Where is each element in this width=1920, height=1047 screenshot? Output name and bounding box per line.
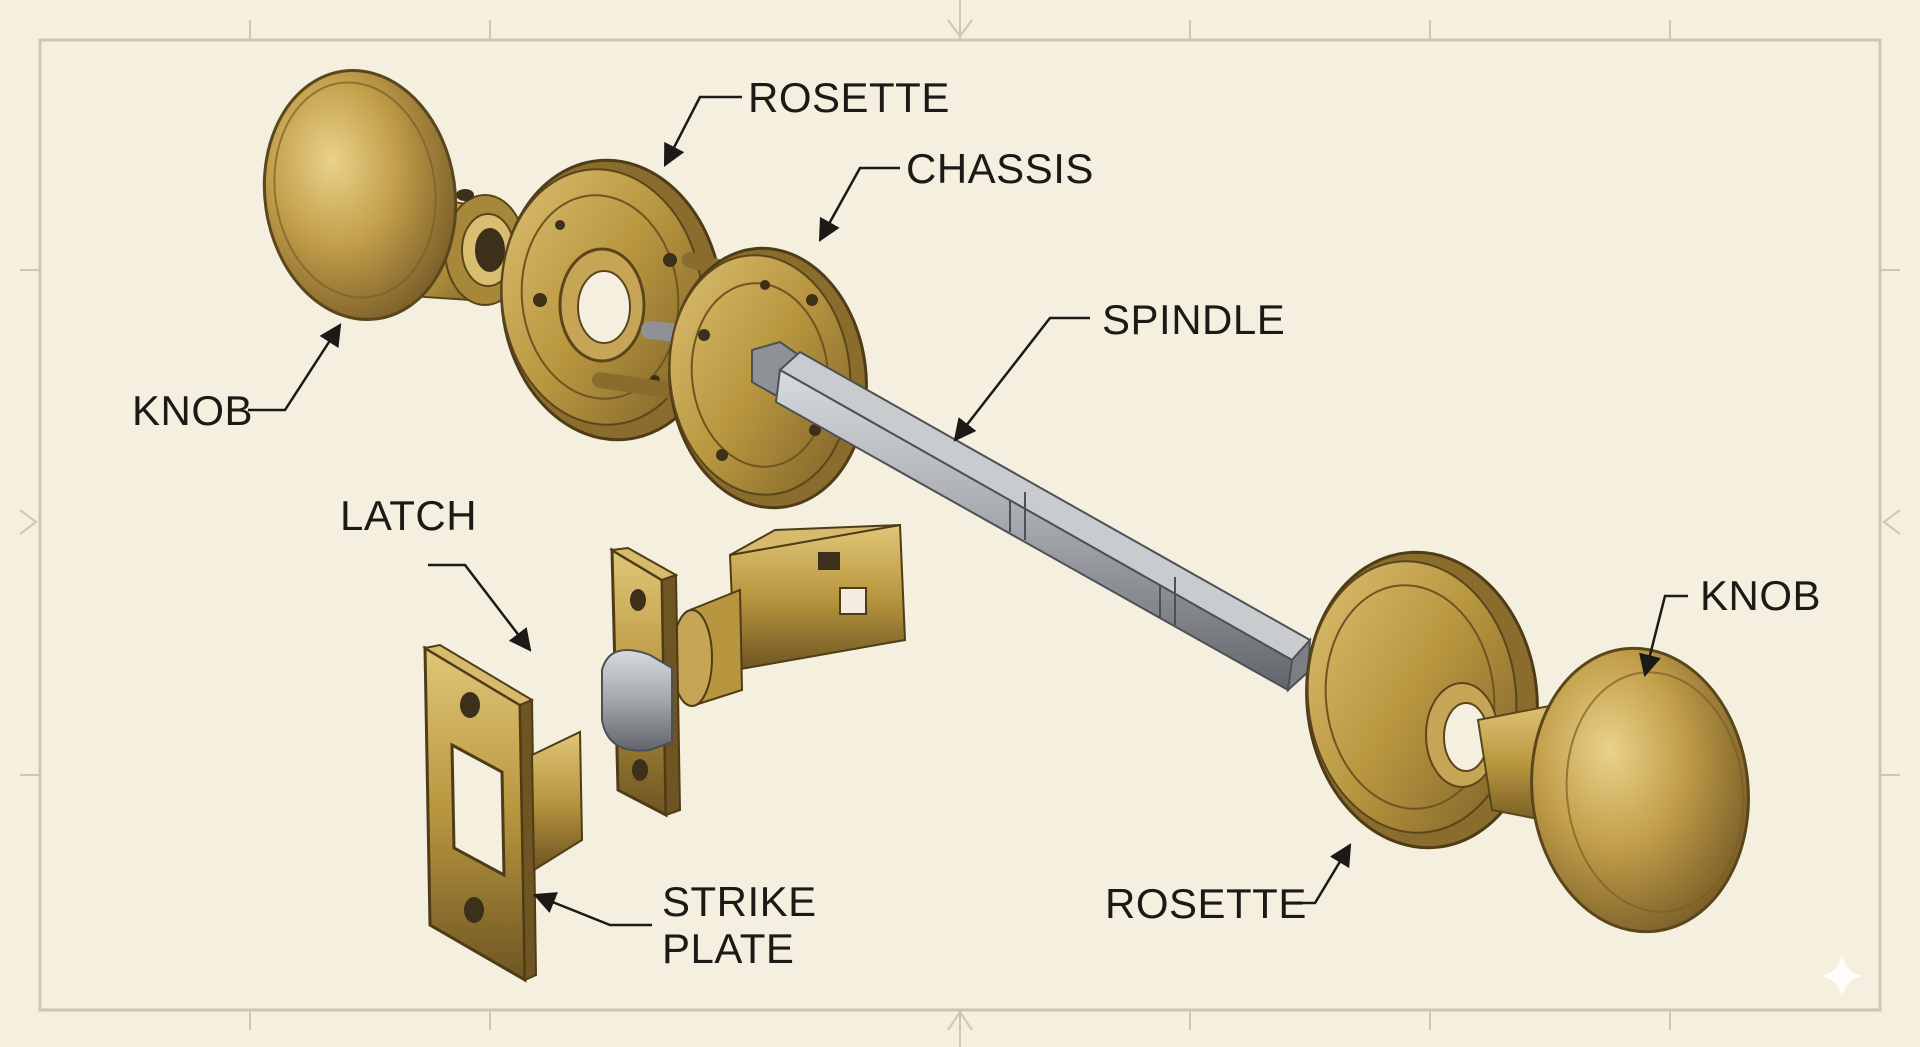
leader-chassis	[818, 166, 900, 242]
spindle	[774, 350, 1312, 693]
chassis	[592, 246, 868, 510]
callout-labels: ROSETTE CHASSIS SPINDLE KNOB LATCH KNOB …	[132, 74, 1821, 972]
right-rosette	[1305, 550, 1539, 850]
sparkle-icon	[1822, 955, 1862, 997]
callout-lines	[248, 95, 1688, 927]
label-spindle: SPINDLE	[1102, 296, 1285, 343]
label-strike-plate-line2: PLATE	[662, 925, 794, 972]
label-latch: LATCH	[340, 492, 477, 539]
leader-knob-right	[1639, 594, 1688, 678]
leader-latch	[428, 563, 532, 652]
label-knob-right: KNOB	[1700, 572, 1821, 619]
label-rosette-top: ROSETTE	[748, 74, 950, 121]
latch	[601, 523, 907, 818]
leader-rosette-bottom	[1290, 843, 1352, 905]
leader-knob-left	[248, 323, 342, 412]
label-chassis: CHASSIS	[906, 145, 1094, 192]
leader-strike-plate	[532, 892, 652, 927]
right-knob	[1476, 646, 1750, 934]
label-knob-left: KNOB	[132, 387, 253, 434]
frame-ticks	[19, 0, 1901, 1047]
leader-spindle	[953, 316, 1090, 442]
left-knob	[262, 69, 526, 321]
top-rosette	[500, 158, 724, 442]
label-strike-plate-line1: STRIKE	[662, 878, 817, 925]
strike-plate	[422, 643, 584, 983]
label-rosette-bottom: ROSETTE	[1105, 880, 1307, 927]
leader-rosette-top	[663, 95, 742, 168]
